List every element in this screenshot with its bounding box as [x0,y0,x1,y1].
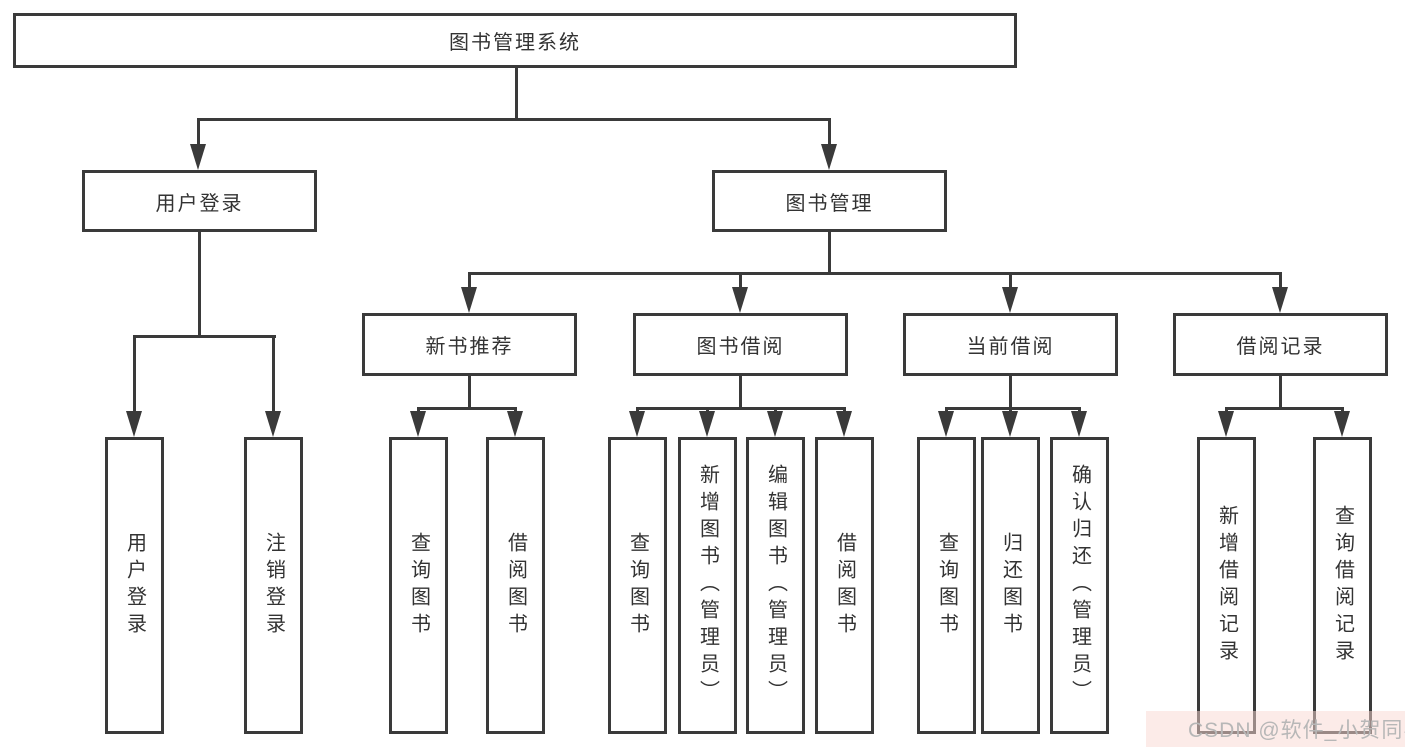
leaf-edit-books-admin-label: 编辑图书（管理员） [764,464,787,707]
node-current-borrowing: 当前借阅 [903,313,1118,376]
arrow-down-icon [410,411,426,437]
leaf-query-books-recommend: 查询图书 [389,437,448,734]
leaf-user-login: 用户登录 [105,437,164,734]
connector-line [197,118,200,148]
leaf-query-books-borrowing: 查询图书 [608,437,667,734]
watermark-background [1146,711,1405,747]
connector-line [1279,272,1282,290]
arrow-down-icon [1002,411,1018,437]
node-current-borrowing-label: 当前借阅 [966,336,1055,358]
leaf-query-books-recommend-label: 查询图书 [407,531,430,640]
connector-line [828,118,831,148]
leaf-query-borrow-record: 查询借阅记录 [1313,437,1372,734]
node-new-book-recommendation-label: 新书推荐 [425,336,514,358]
connector-line [417,407,517,410]
arrow-down-icon [1218,411,1234,437]
node-root: 图书管理系统 [13,13,1017,68]
node-book-borrowing: 图书借阅 [633,313,848,376]
leaf-query-books-current-label: 查询图书 [935,531,958,640]
connector-line [945,407,1081,410]
leaf-confirm-return-admin-label: 确认归还（管理员） [1068,464,1091,707]
arrow-down-icon [629,411,645,437]
node-root-label: 图书管理系统 [449,32,581,54]
connector-line [1009,272,1012,290]
leaf-query-books-current: 查询图书 [917,437,976,734]
arrow-down-icon [507,411,523,437]
leaf-borrow-books-borrowing-label: 借阅图书 [833,531,856,640]
connector-line [468,376,471,407]
node-new-book-recommendation: 新书推荐 [362,313,577,376]
leaf-logout-label: 注销登录 [262,531,285,640]
connector-line [468,272,471,290]
watermark-text: CSDN @软件_小贺同学 [1188,719,1405,742]
arrow-down-icon [836,411,852,437]
connector-line [1225,407,1343,410]
connector-line [1279,376,1282,407]
arrow-down-icon [699,411,715,437]
arrow-down-icon [938,411,954,437]
arrow-down-icon [767,411,783,437]
leaf-edit-books-admin: 编辑图书（管理员） [746,437,805,734]
connector-line [272,335,275,413]
connector-line [1009,376,1012,407]
arrow-down-icon [126,411,142,437]
leaf-add-borrow-record: 新增借阅记录 [1197,437,1256,734]
leaf-query-borrow-record-label: 查询借阅记录 [1331,504,1354,667]
leaf-user-login-label: 用户登录 [123,531,146,640]
node-borrowing-records: 借阅记录 [1173,313,1388,376]
leaf-return-books: 归还图书 [981,437,1040,734]
connector-line [133,335,276,338]
arrow-down-icon [190,144,206,170]
arrow-down-icon [821,144,837,170]
node-borrowing-records-label: 借阅记录 [1236,336,1325,358]
leaf-borrow-books-borrowing: 借阅图书 [815,437,874,734]
connector-line [636,407,845,410]
leaf-confirm-return-admin: 确认归还（管理员） [1050,437,1109,734]
leaf-return-books-label: 归还图书 [999,531,1022,640]
arrow-down-icon [265,411,281,437]
node-book-management-label: 图书管理 [785,192,874,215]
arrow-down-icon [1334,411,1350,437]
connector-line [828,232,831,272]
node-book-borrowing-label: 图书借阅 [696,336,785,358]
connector-line [739,272,742,290]
arrow-down-icon [461,287,477,313]
connector-line [198,232,201,335]
arrow-down-icon [1272,287,1288,313]
arrow-down-icon [1002,287,1018,313]
connector-line [197,118,831,121]
connector-line [468,272,1282,275]
node-user-login: 用户登录 [82,170,317,232]
leaf-add-books-admin: 新增图书（管理员） [678,437,737,734]
arrow-down-icon [732,287,748,313]
leaf-query-books-borrowing-label: 查询图书 [626,531,649,640]
leaf-logout: 注销登录 [244,437,303,734]
node-book-management: 图书管理 [712,170,947,232]
leaf-borrow-books-recommend: 借阅图书 [486,437,545,734]
connector-line [739,376,742,407]
arrow-down-icon [1071,411,1087,437]
leaf-add-books-admin-label: 新增图书（管理员） [696,464,719,707]
node-user-login-label: 用户登录 [155,192,244,215]
leaf-borrow-books-recommend-label: 借阅图书 [504,531,527,640]
leaf-add-borrow-record-label: 新增借阅记录 [1215,504,1238,667]
connector-line [515,68,518,118]
connector-line [133,335,136,413]
